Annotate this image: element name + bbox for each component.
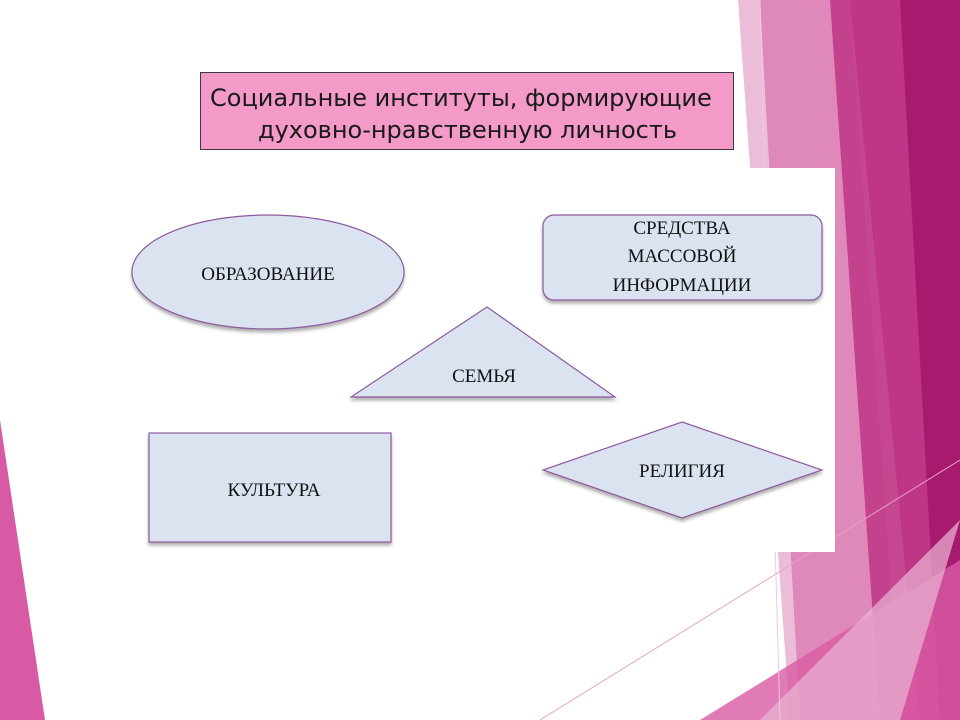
family-label: СЕМЬЯ xyxy=(452,366,516,387)
decor-left-triangle xyxy=(0,420,45,720)
media-rounded-rect xyxy=(542,214,823,301)
religion-diamond xyxy=(541,421,824,519)
node-education: ОБРАЗОВАНИЕ xyxy=(131,214,405,330)
title-line-2: духовно-нравственную личность xyxy=(258,116,677,144)
culture-label: КУЛЬТУРА xyxy=(228,480,321,501)
religion-label: РЕЛИГИЯ xyxy=(639,461,725,482)
education-label: ОБРАЗОВАНИЕ xyxy=(201,264,335,285)
decor-line xyxy=(539,459,960,720)
node-family: СЕМЬЯ xyxy=(349,306,617,398)
decor-lower-fan-light xyxy=(760,520,960,720)
node-media: СРЕДСТВА МАССОВОЙ ИНФОРМАЦИИ xyxy=(542,214,823,301)
media-label-line-1: СРЕДСТВА xyxy=(633,218,731,239)
family-triangle xyxy=(349,306,617,398)
education-ellipse xyxy=(131,214,405,330)
title-line-1: Социальные институты, формирующие xyxy=(210,84,712,112)
decor-mid-band xyxy=(830,0,940,720)
title-box: Социальные институты, формирующие духовн… xyxy=(200,72,734,150)
culture-rect xyxy=(148,432,392,543)
media-label-line-2: МАССОВОЙ xyxy=(628,246,737,267)
media-label-line-3: ИНФОРМАЦИИ xyxy=(613,275,752,296)
node-culture: КУЛЬТУРА xyxy=(148,432,392,543)
node-religion: РЕЛИГИЯ xyxy=(541,421,824,519)
